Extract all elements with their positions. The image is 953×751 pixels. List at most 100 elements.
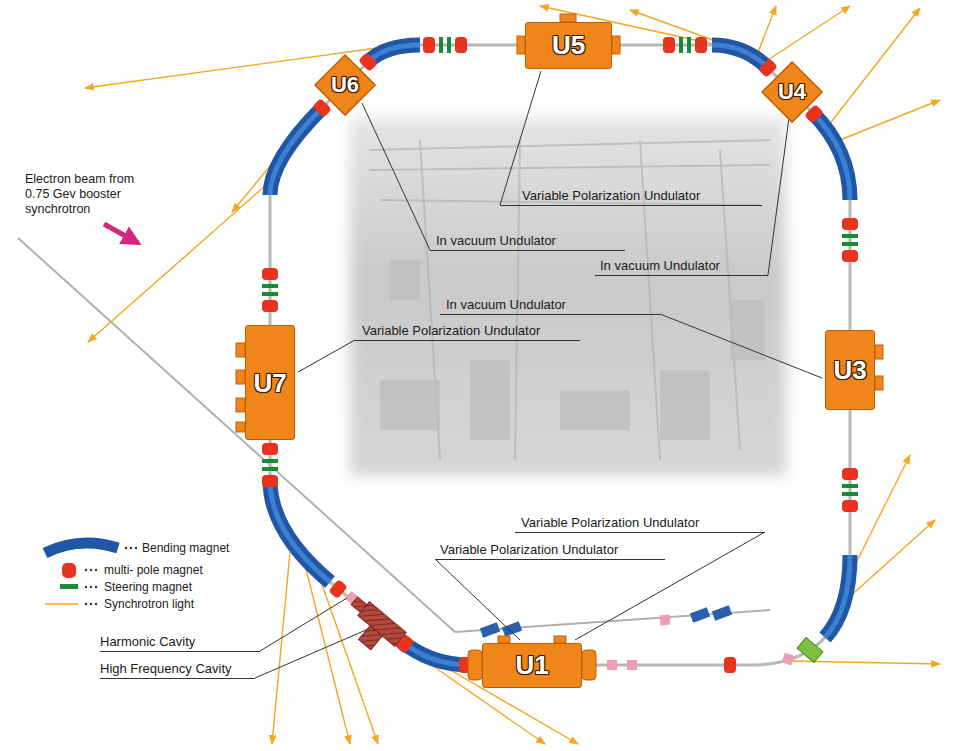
legend-text: Bending magnet: [142, 541, 229, 555]
multipole-magnet: [423, 37, 467, 53]
undulator-box: U7: [245, 325, 295, 440]
callout-label: Variable Polarization Undulator: [515, 515, 765, 533]
undulator-housing: [560, 14, 576, 22]
callout-label: Variable Polarization Undulator: [500, 188, 762, 206]
undulator-name: U5: [552, 32, 585, 58]
legend-dots: [85, 586, 87, 588]
multipole-magnet: [358, 52, 378, 72]
bending-magnet: [270, 45, 850, 665]
injection-arrow: [104, 224, 138, 243]
cavity: [337, 594, 406, 660]
cavity: [351, 597, 367, 612]
undulator-box: U1: [482, 643, 582, 688]
undulator-housing: [582, 650, 596, 680]
undulator-diamond: U4: [761, 61, 823, 123]
synchrotron-light: [840, 100, 940, 140]
callout-label: In vacuum Undulator: [440, 297, 660, 315]
bending-magnet: [812, 112, 850, 200]
undulator-box: U3: [825, 330, 875, 410]
undulator-housing: [236, 370, 245, 384]
diamond-outline: [762, 62, 822, 122]
synchrotron-light: [85, 6, 940, 744]
ring-components: [502, 621, 522, 637]
ring-components: [607, 660, 617, 670]
synchrotron-light: [828, 8, 920, 126]
leader-line: [362, 103, 430, 250]
facility-photo: [560, 390, 630, 430]
legend-dots: [90, 569, 92, 571]
bending-magnet: [812, 112, 850, 200]
legend-text: Synchrotron light: [104, 597, 194, 611]
bending-magnet: [825, 555, 850, 638]
multipole-magnet: [724, 657, 736, 673]
synchrotron-light: [272, 552, 290, 744]
multipole-magnet: [312, 98, 332, 118]
facility-photo: [390, 260, 420, 300]
facility-photo: [370, 140, 770, 460]
synchrotron-light: [88, 178, 274, 342]
callout-label: Variable Polarization Undulator: [355, 323, 580, 341]
legend-swatch: [62, 563, 76, 578]
multipole-magnet: [328, 579, 347, 599]
bending-magnet: [270, 45, 850, 665]
legend-dots: [135, 547, 137, 549]
node-text-box: U4: [761, 61, 823, 123]
undulator-name: U7: [253, 370, 286, 396]
leader-line: [768, 118, 789, 275]
ring-components: [480, 622, 500, 638]
legend-dots: [85, 569, 87, 571]
bending-magnet: [270, 480, 330, 582]
bending-magnet: [270, 45, 850, 665]
facility-photo: [660, 370, 710, 440]
legend-swatch: [60, 584, 78, 589]
undulator-housing: [236, 343, 245, 357]
facility-photo: [380, 260, 765, 440]
legend-dots: [90, 603, 92, 605]
beam-line: [18, 238, 455, 632]
beam-line: [18, 238, 770, 632]
undulator-housing: [875, 376, 883, 390]
beam-source-note: Electron beam from 0.75 Gev booster sync…: [25, 172, 147, 217]
undulator-housing: [554, 636, 566, 643]
leader-line: [435, 559, 520, 640]
legend-text: Steering magnet: [104, 580, 192, 594]
legend-dots: [85, 603, 87, 605]
callout-label: Variable Polarization Undulator: [435, 542, 665, 560]
leader-line: [255, 71, 822, 678]
undulator-name: U1: [515, 652, 548, 678]
multipole-magnet: [262, 443, 278, 487]
synchrotron-light: [765, 6, 850, 62]
multipole-magnet: [842, 218, 858, 262]
legend-sample: [45, 543, 118, 553]
legend-dots: [125, 547, 127, 549]
legend-dots: [130, 547, 132, 549]
leader-line: [298, 340, 355, 372]
node-text-box: U3: [826, 331, 874, 409]
synchrotron-light: [757, 6, 776, 55]
ring-components: [627, 660, 637, 670]
undulator-housing: [236, 14, 883, 680]
facility-photo: [380, 380, 440, 430]
callout-label: High Frequency Cavity: [100, 661, 255, 679]
cavity: [359, 626, 383, 650]
multipole-magnet: [262, 268, 278, 312]
bending-magnet: [270, 108, 322, 195]
bending-magnet: [368, 45, 420, 62]
node-text-box: U1: [483, 644, 581, 687]
ring-components: [712, 605, 732, 621]
leader-line: [500, 71, 541, 205]
bending-magnet: [712, 45, 768, 68]
facility-photo: [370, 140, 770, 150]
undulator-diamond: U6: [314, 54, 376, 116]
bending-magnet: [825, 555, 850, 638]
leader-line: [260, 598, 347, 651]
facility-photo: [370, 165, 770, 170]
callout-label: In vacuum Undulator: [595, 258, 768, 276]
legend-sample: [45, 603, 78, 605]
synchrotron-light: [850, 455, 910, 575]
undulator-box: U5: [525, 22, 612, 69]
multipole-magnet: [663, 37, 707, 53]
bending-magnet: [368, 45, 420, 62]
multipole-magnet: [262, 37, 858, 673]
